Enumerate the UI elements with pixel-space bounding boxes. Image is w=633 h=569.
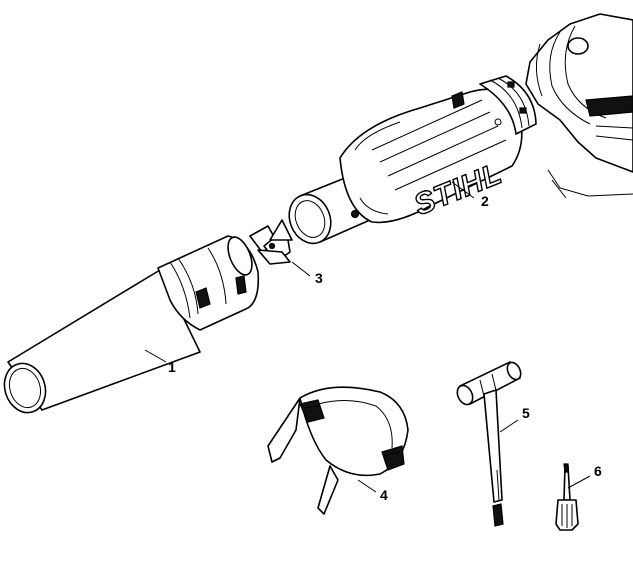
- machine-housing: [525, 13, 633, 199]
- callout-labels: 1 2 3 4 5 6: [168, 193, 602, 503]
- nozzle-housing: STIHL: [288, 75, 537, 245]
- callout-6: 6: [594, 463, 602, 479]
- screwdriver: [555, 463, 579, 531]
- callout-2: 2: [481, 193, 489, 209]
- combination-wrench: [456, 361, 522, 527]
- flow-straightener: [249, 219, 293, 265]
- blower-tube: [3, 235, 260, 414]
- callout-4: 4: [380, 487, 388, 503]
- callout-1: 1: [168, 359, 176, 375]
- leader-lines: [144, 181, 591, 493]
- callout-5: 5: [522, 405, 530, 421]
- callout-3: 3: [315, 270, 323, 286]
- safety-glasses: [267, 386, 409, 515]
